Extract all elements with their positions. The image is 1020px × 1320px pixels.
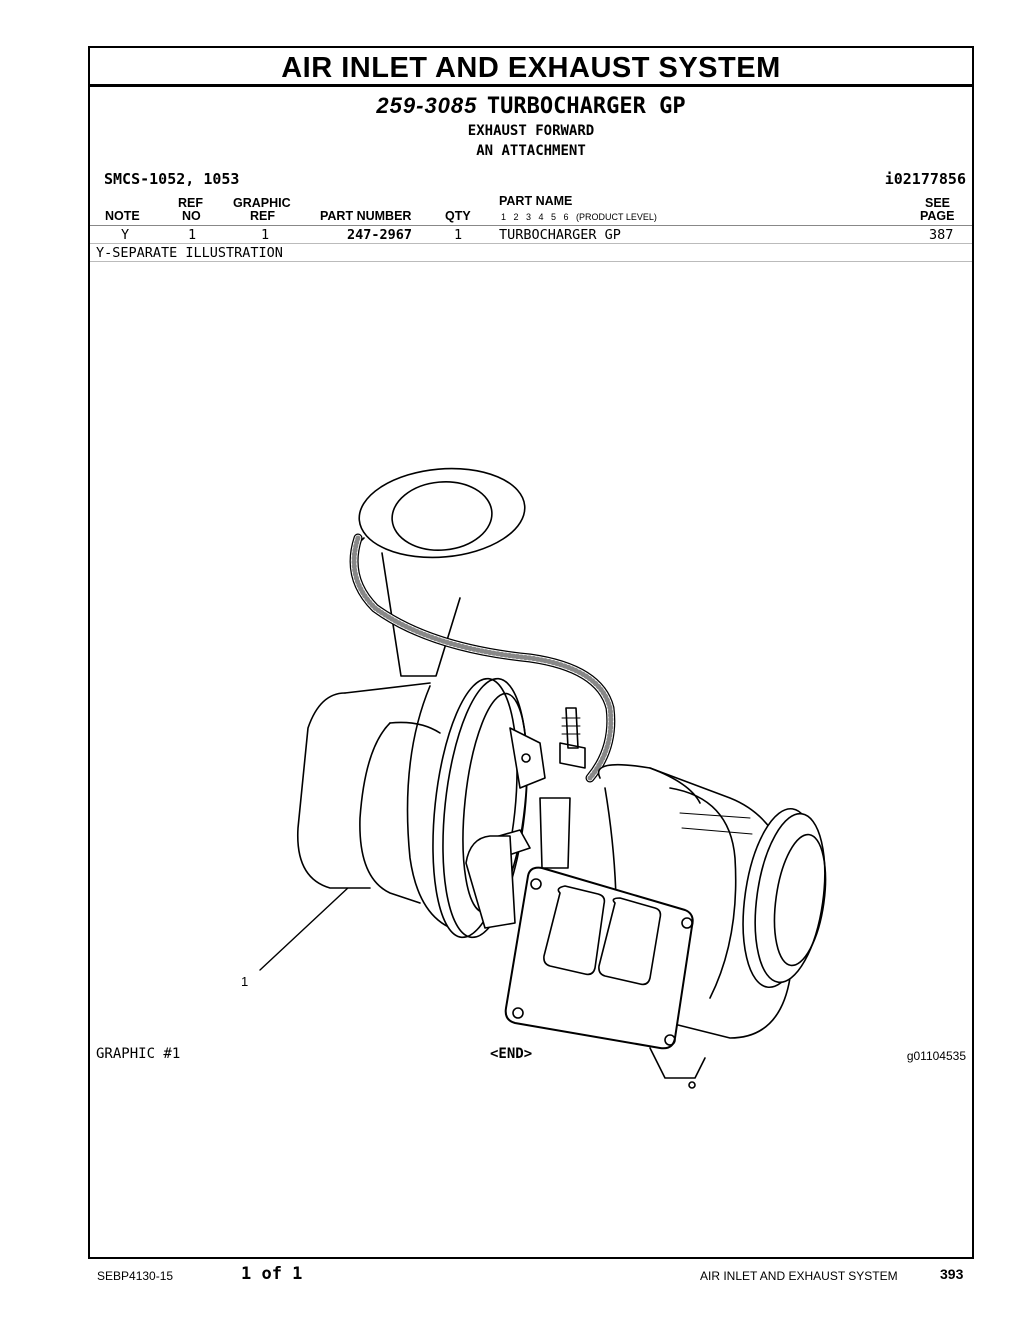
row-see-page: 387 bbox=[929, 227, 954, 243]
page-frame: AIR INLET AND EXHAUST SYSTEM 259-3085 TU… bbox=[88, 46, 974, 1259]
col-part-number-header: PART NUMBER bbox=[320, 209, 412, 223]
document-id: i02177856 bbox=[884, 170, 966, 188]
section-title: AIR INLET AND EXHAUST SYSTEM bbox=[281, 52, 781, 84]
footnote-divider bbox=[90, 261, 972, 262]
col-see-header-bottom: PAGE bbox=[920, 209, 955, 223]
title-divider bbox=[90, 84, 972, 87]
footer-section: AIR INLET AND EXHAUST SYSTEM bbox=[700, 1269, 898, 1283]
group-subtitle-1: EXHAUST FORWARD bbox=[467, 123, 595, 139]
footer-pagination: 1 of 1 bbox=[241, 1264, 303, 1284]
turbocharger-illustration bbox=[259, 467, 827, 1089]
row-note: Y bbox=[121, 227, 130, 243]
row-part-number: 247-2967 bbox=[347, 227, 413, 243]
callout-1: 1 bbox=[241, 974, 249, 989]
product-levels-header: 1 2 3 4 5 6 (PRODUCT LEVEL) bbox=[501, 212, 657, 222]
col-note-header: NOTE bbox=[105, 209, 140, 223]
col-graphic-header-bottom: REF bbox=[250, 209, 275, 223]
row-qty: 1 bbox=[454, 227, 463, 243]
group-subtitle-2: AN ATTACHMENT bbox=[476, 143, 586, 159]
col-ref-header-top: REF bbox=[178, 196, 203, 210]
table-footnote: Y-SEPARATE ILLUSTRATION bbox=[96, 245, 283, 261]
col-graphic-header-top: GRAPHIC bbox=[233, 196, 291, 210]
smcs-code: SMCS-1052, 1053 bbox=[104, 170, 240, 188]
col-qty-header: QTY bbox=[445, 209, 471, 223]
group-title: 259-3085 TURBOCHARGER GP bbox=[90, 93, 972, 119]
group-part-number: 259-3085 bbox=[376, 93, 478, 118]
row-divider bbox=[90, 243, 972, 244]
row-ref-no: 1 bbox=[188, 227, 197, 243]
col-ref-header-bottom: NO bbox=[182, 209, 201, 223]
group-name: TURBOCHARGER GP bbox=[486, 94, 686, 119]
col-see-header-top: SEE bbox=[925, 196, 951, 210]
graphic-id: g01104535 bbox=[906, 1049, 966, 1063]
footer-doc-number: SEBP4130-15 bbox=[97, 1269, 174, 1283]
graphic-label: GRAPHIC #1 bbox=[96, 1046, 181, 1062]
footer-page-number: 393 bbox=[940, 1266, 964, 1282]
row-graphic-ref: 1 bbox=[261, 227, 270, 243]
header-divider bbox=[90, 225, 972, 226]
end-marker: <END> bbox=[490, 1046, 533, 1062]
row-part-name: TURBOCHARGER GP bbox=[499, 227, 621, 243]
col-part-name-header: PART NAME bbox=[499, 194, 573, 208]
